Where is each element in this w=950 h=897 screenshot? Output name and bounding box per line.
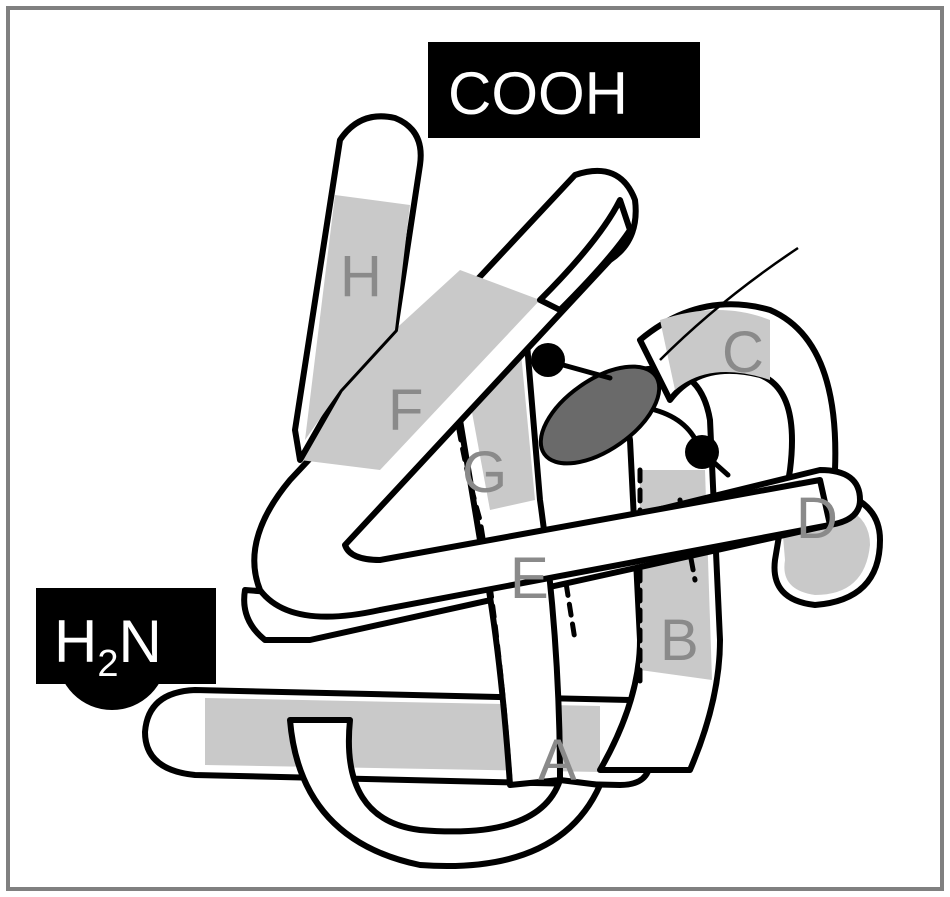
ligand-dot-bottom	[685, 435, 719, 469]
strand-label-c: C	[722, 320, 764, 385]
strand-label-a: A	[538, 728, 577, 793]
c-terminus: COOH	[428, 42, 700, 138]
strand-label-d: D	[796, 486, 838, 551]
strand-label-f: F	[388, 378, 423, 443]
strand-label-b: B	[660, 608, 699, 673]
strand-label-e: E	[510, 546, 549, 611]
strand-label-h: H	[340, 244, 382, 309]
strand-label-g: G	[462, 440, 507, 505]
c-terminus-label: COOH	[448, 60, 628, 127]
ligand-dot-top	[531, 343, 565, 377]
